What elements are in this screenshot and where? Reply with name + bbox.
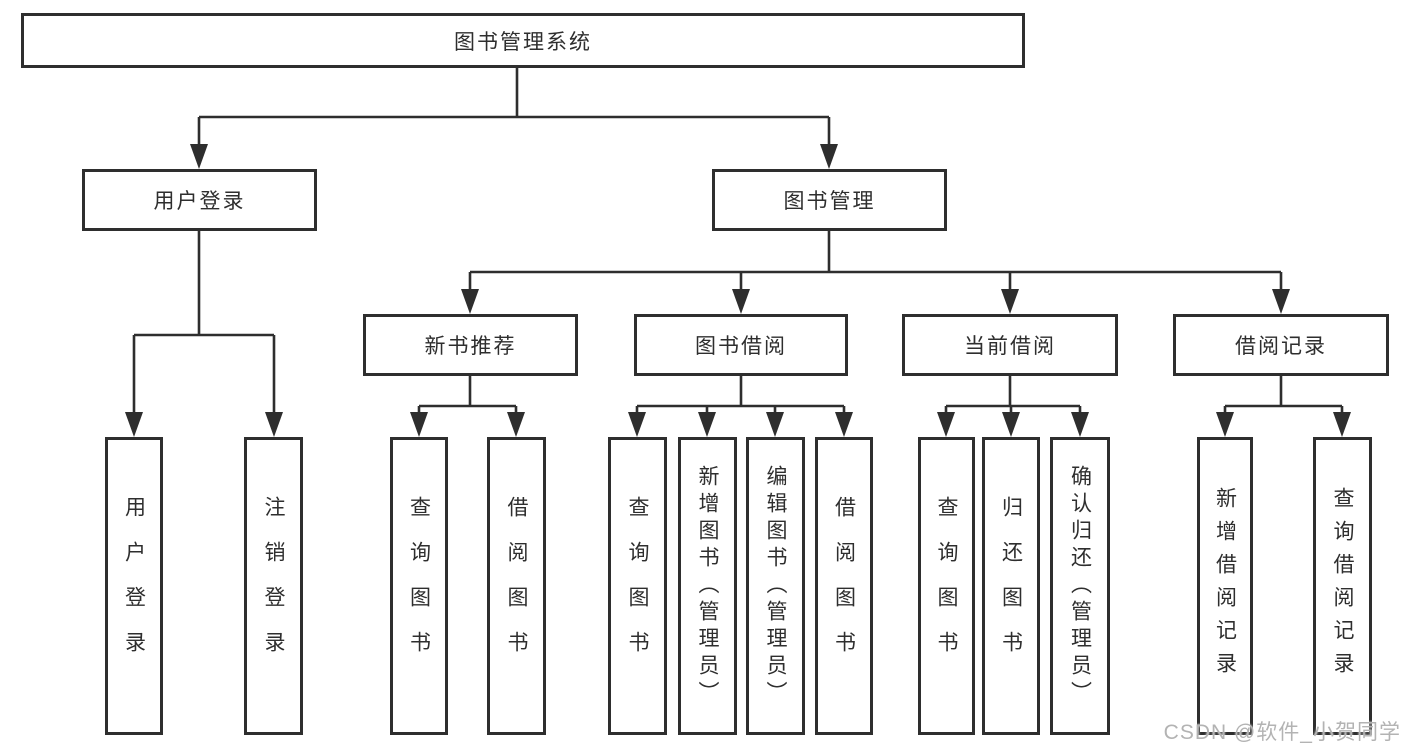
leaf-current-return-books: 归还图书 [982,437,1040,735]
node-user-login: 用户登录 [82,169,317,231]
node-new-book-recommend-label: 新书推荐 [424,335,517,358]
leaf-newbook-query-books: 查询图书 [390,437,448,735]
leaf-current-confirm-return-admin-label: 确认归还（管理员） [1068,464,1092,708]
node-new-book-recommend: 新书推荐 [363,314,578,376]
leaf-borrow-add-books-admin: 新增图书（管理员） [678,437,737,735]
leaf-borrow-edit-books-admin-label: 编辑图书（管理员） [764,464,787,708]
node-book-management-label: 图书管理 [783,190,876,213]
leaf-current-query-books: 查询图书 [918,437,975,735]
leaf-borrow-query-books-label: 查询图书 [626,496,649,676]
node-book-management: 图书管理 [712,169,947,231]
node-borrow-records: 借阅记录 [1173,314,1389,376]
node-current-borrow-label: 当前借阅 [964,335,1056,358]
node-current-borrow: 当前借阅 [902,314,1118,376]
leaf-borrow-borrow-books-label: 借阅图书 [832,496,856,676]
leaf-records-add: 新增借阅记录 [1197,437,1253,735]
node-book-borrow: 图书借阅 [634,314,848,376]
leaf-current-return-books-label: 归还图书 [999,496,1023,676]
node-user-login-label: 用户登录 [153,190,246,213]
watermark: CSDN @软件_小贺同学 [1163,721,1401,744]
leaf-borrow-edit-books-admin: 编辑图书（管理员） [746,437,805,735]
node-library-system-label: 图书管理系统 [454,30,592,54]
leaf-borrow-borrow-books: 借阅图书 [815,437,873,735]
leaf-logout-label: 注销登录 [262,496,285,676]
leaf-logout: 注销登录 [244,437,303,735]
leaf-newbook-borrow-books-label: 借阅图书 [505,496,528,676]
leaf-records-add-label: 新增借阅记录 [1213,487,1237,685]
leaf-current-confirm-return-admin: 确认归还（管理员） [1050,437,1110,735]
leaf-user-login-label: 用户登录 [122,496,146,676]
leaf-newbook-query-books-label: 查询图书 [407,496,431,676]
leaf-borrow-query-books: 查询图书 [608,437,667,735]
node-library-system: 图书管理系统 [21,13,1025,68]
leaf-current-query-books-label: 查询图书 [935,496,958,676]
node-borrow-records-label: 借阅记录 [1235,335,1327,358]
leaf-newbook-borrow-books: 借阅图书 [487,437,546,735]
node-book-borrow-label: 图书借阅 [695,335,787,358]
leaf-records-query: 查询借阅记录 [1313,437,1372,735]
leaf-user-login: 用户登录 [105,437,163,735]
leaf-borrow-add-books-admin-label: 新增图书（管理员） [696,464,719,708]
leaf-records-query-label: 查询借阅记录 [1331,487,1354,685]
